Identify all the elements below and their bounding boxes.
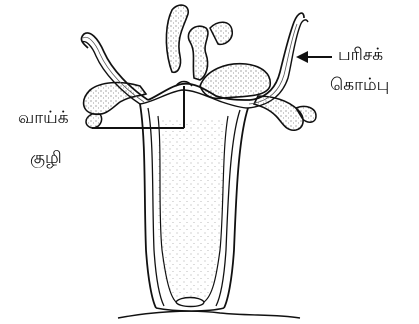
mouth-label-line1: வாய்க் [18,110,69,127]
mouth-label-line2: குழி [30,150,62,167]
ground-line [118,311,300,318]
tentacle-label-line1: பரிசக் [338,47,383,64]
tentacle-label-line2: கொம்பு [330,77,389,94]
basal-disc [176,298,204,307]
tentacle-pointer [296,51,332,63]
body-column [140,104,248,311]
